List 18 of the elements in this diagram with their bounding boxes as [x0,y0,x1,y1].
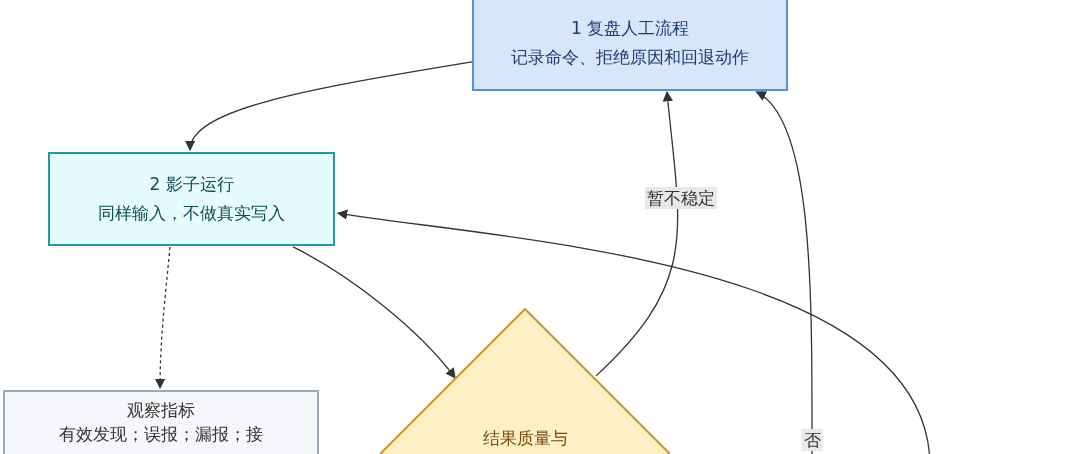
process-box [472,0,788,91]
edge-label: 否 [801,429,823,451]
arrow [755,91,813,454]
process-box [48,152,335,246]
arrow [336,209,931,454]
arrow [187,61,473,152]
arrow [595,90,679,377]
arrow [292,246,456,379]
node-title: 观察指标 [127,399,195,422]
node-title: 结果质量与 [482,427,568,450]
node-title: 2 影子运行 [149,173,234,196]
node-text: 记录命令、拒绝原因和回退动作 [511,45,749,69]
node-text: 同样输入，不做真实写入 [98,202,285,225]
arrow [154,246,171,390]
process-box [3,390,319,454]
node-title: 1 复盘人工流程 [570,16,690,40]
edge-label: 暂不稳定 [645,187,717,209]
node-text: 有效发现；误报；漏报；接 [59,423,263,446]
